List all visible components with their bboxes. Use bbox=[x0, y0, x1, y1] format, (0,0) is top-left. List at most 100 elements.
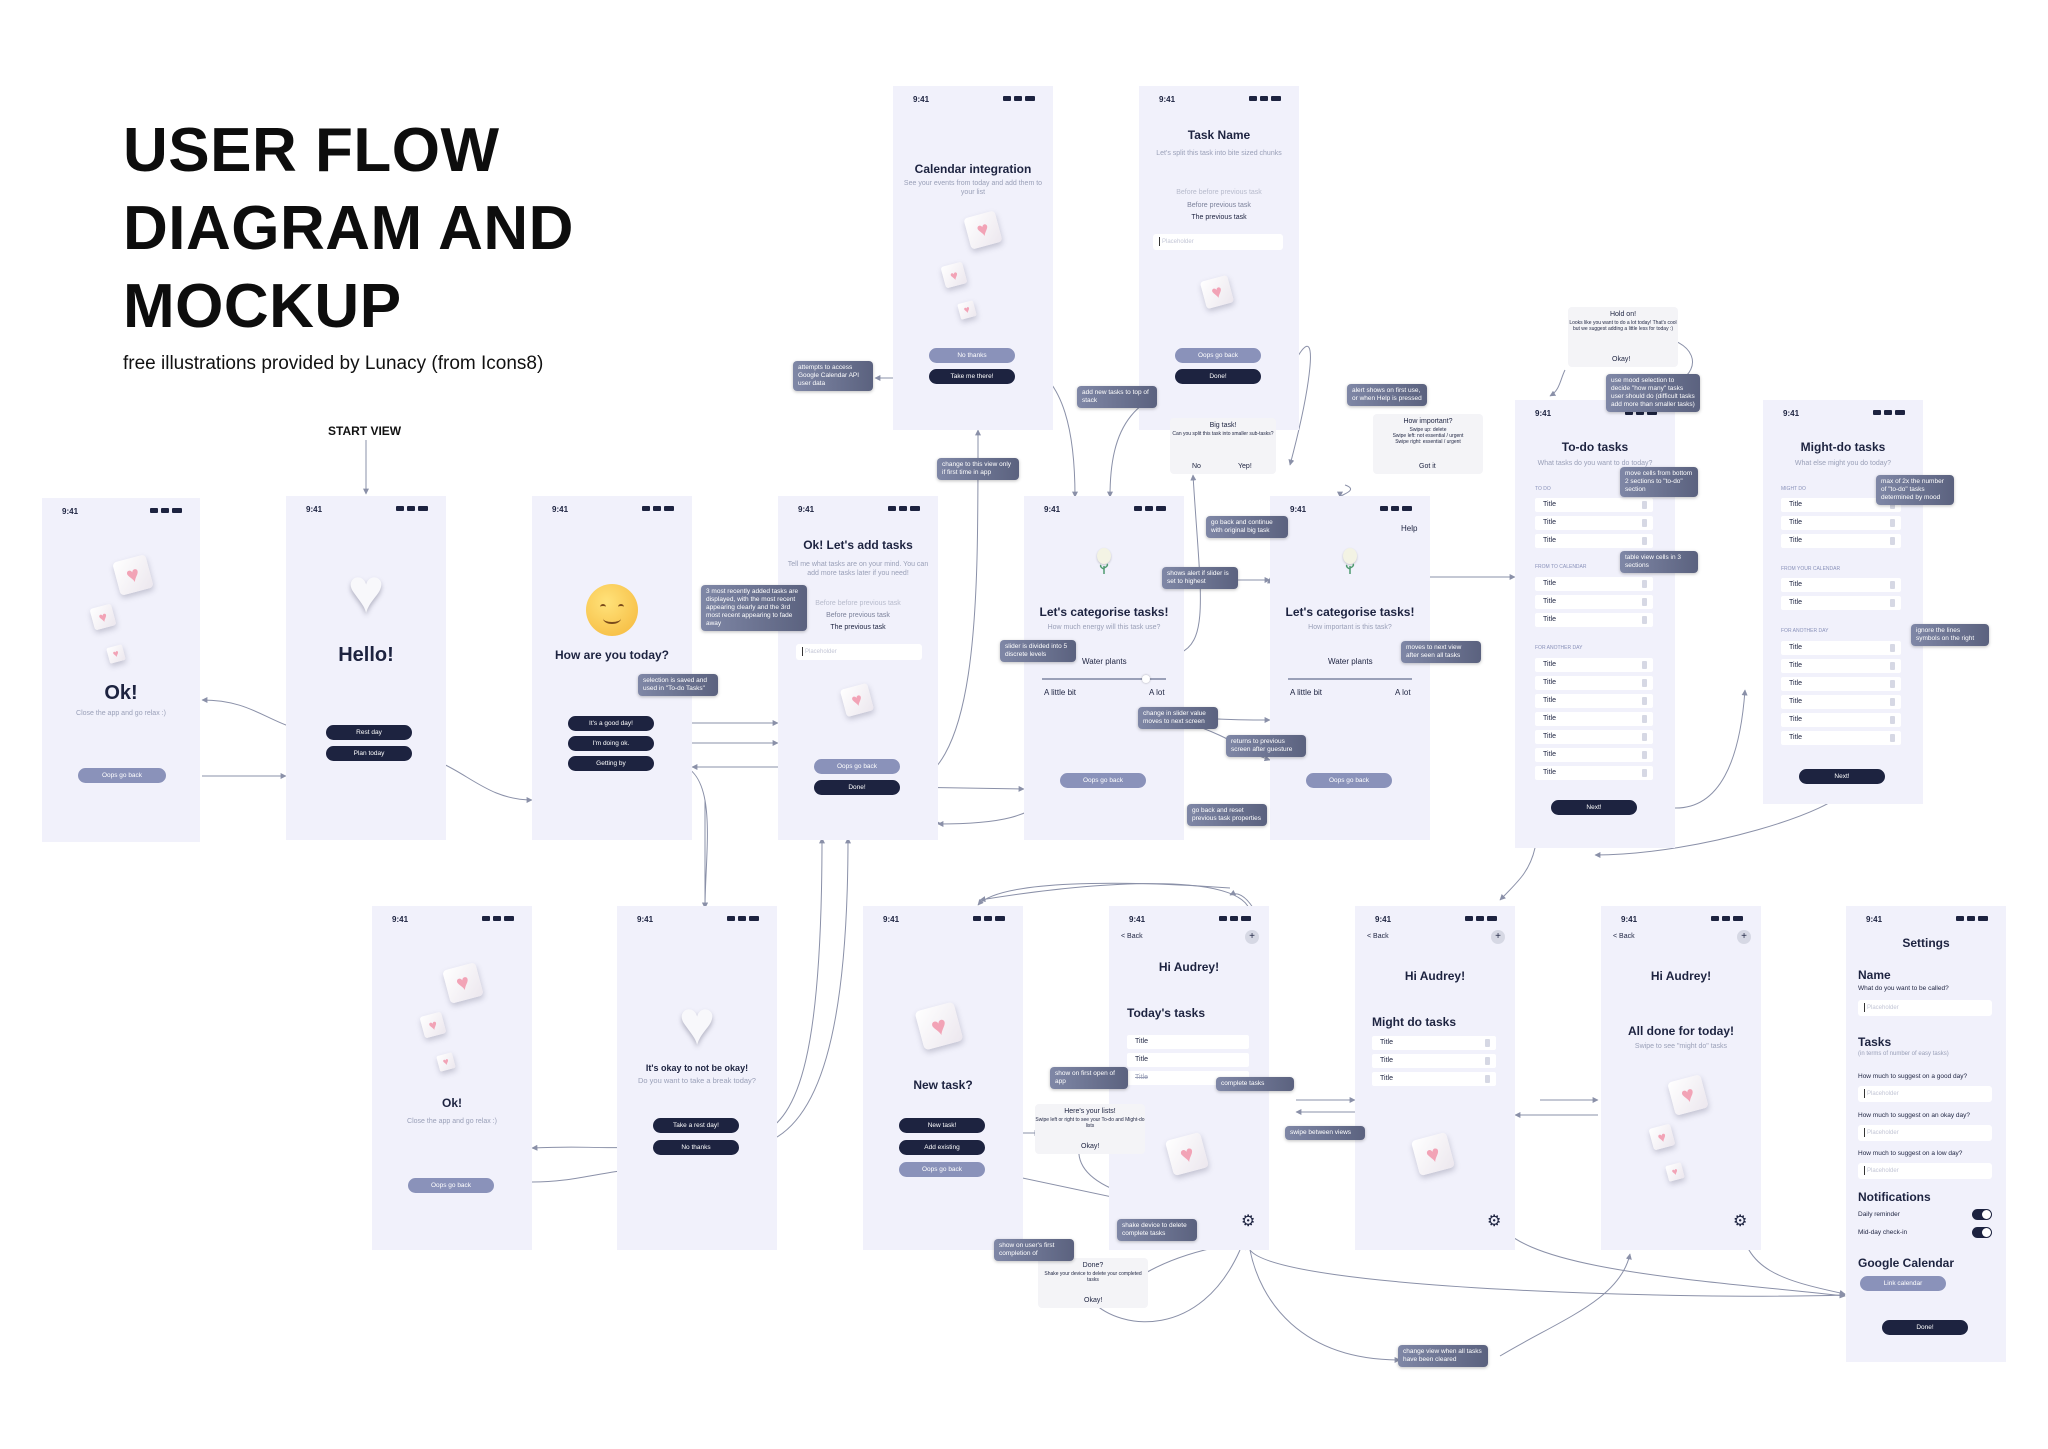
task-row[interactable]: Title bbox=[1372, 1072, 1496, 1086]
doing-ok-button[interactable]: I'm doing ok. bbox=[568, 736, 654, 751]
table-row[interactable]: Title bbox=[1781, 695, 1901, 709]
back-link[interactable]: < Back bbox=[1121, 933, 1143, 940]
alert-ok-button[interactable]: Okay! bbox=[1612, 356, 1631, 363]
done-button[interactable]: Done! bbox=[814, 780, 900, 795]
daily-reminder-toggle[interactable] bbox=[1972, 1209, 1992, 1220]
table-row[interactable]: Title bbox=[1535, 712, 1653, 726]
add-icon[interactable]: + bbox=[1491, 930, 1505, 944]
energy-slider[interactable] bbox=[1042, 675, 1166, 683]
add-icon[interactable]: + bbox=[1737, 930, 1751, 944]
drag-handle-icon[interactable] bbox=[1890, 537, 1895, 545]
table-row[interactable]: Title bbox=[1781, 578, 1901, 592]
drag-handle-icon[interactable] bbox=[1485, 1075, 1490, 1083]
task-row[interactable]: Title bbox=[1127, 1035, 1249, 1049]
drag-handle-icon[interactable] bbox=[1890, 662, 1895, 670]
gear-icon[interactable]: ⚙ bbox=[1241, 1213, 1256, 1230]
table-row[interactable]: Title bbox=[1535, 534, 1653, 548]
next-button[interactable]: Next! bbox=[1551, 800, 1637, 815]
drag-handle-icon[interactable] bbox=[1642, 679, 1647, 687]
table-row[interactable]: Title bbox=[1535, 676, 1653, 690]
drag-handle-icon[interactable] bbox=[1890, 698, 1895, 706]
oops-go-back-button[interactable]: Oops go back bbox=[1060, 773, 1146, 788]
alert-yes-button[interactable]: Yep! bbox=[1238, 463, 1252, 470]
help-link[interactable]: Help bbox=[1401, 524, 1418, 533]
table-row[interactable]: Title bbox=[1535, 766, 1653, 780]
table-row[interactable]: Title bbox=[1781, 534, 1901, 548]
drag-handle-icon[interactable] bbox=[1485, 1057, 1490, 1065]
back-link[interactable]: < Back bbox=[1613, 933, 1635, 940]
drag-handle-icon[interactable] bbox=[1890, 644, 1895, 652]
low-day-input[interactable]: Placeholder bbox=[1858, 1163, 1992, 1179]
task-input[interactable]: Placeholder bbox=[796, 644, 922, 660]
alert-ok-button[interactable]: Okay! bbox=[1081, 1143, 1100, 1150]
drag-handle-icon[interactable] bbox=[1642, 598, 1647, 606]
no-thanks-button[interactable]: No thanks bbox=[653, 1140, 739, 1155]
done-button[interactable]: Done! bbox=[1175, 369, 1261, 384]
drag-handle-icon[interactable] bbox=[1890, 501, 1895, 509]
new-task-button[interactable]: New task! bbox=[899, 1118, 985, 1133]
take-me-there-button[interactable]: Take me there! bbox=[929, 369, 1015, 384]
gear-icon[interactable]: ⚙ bbox=[1487, 1213, 1502, 1230]
table-row[interactable]: Title bbox=[1781, 516, 1901, 530]
okay-day-input[interactable]: Placeholder bbox=[1858, 1125, 1992, 1141]
drag-handle-icon[interactable] bbox=[1890, 734, 1895, 742]
drag-handle-icon[interactable] bbox=[1642, 537, 1647, 545]
drag-handle-icon[interactable] bbox=[1890, 680, 1895, 688]
oops-go-back-button[interactable]: Oops go back bbox=[78, 768, 166, 783]
oops-go-back-button[interactable]: Oops go back bbox=[1306, 773, 1392, 788]
drag-handle-icon[interactable] bbox=[1642, 715, 1647, 723]
drag-handle-icon[interactable] bbox=[1642, 733, 1647, 741]
table-row[interactable]: Title bbox=[1535, 516, 1653, 530]
good-day-input[interactable]: Placeholder bbox=[1858, 1086, 1992, 1102]
table-row[interactable]: Title bbox=[1535, 658, 1653, 672]
drag-handle-icon[interactable] bbox=[1642, 697, 1647, 705]
name-input[interactable]: Placeholder bbox=[1858, 1000, 1992, 1016]
oops-go-back-button[interactable]: Oops go back bbox=[814, 759, 900, 774]
drag-handle-icon[interactable] bbox=[1642, 751, 1647, 759]
next-button[interactable]: Next! bbox=[1799, 769, 1885, 784]
table-row[interactable]: Title bbox=[1535, 694, 1653, 708]
link-calendar-button[interactable]: Link calendar bbox=[1860, 1276, 1946, 1291]
drag-handle-icon[interactable] bbox=[1890, 581, 1895, 589]
table-row[interactable]: Title bbox=[1781, 596, 1901, 610]
good-day-button[interactable]: It's a good day! bbox=[568, 716, 654, 731]
drag-handle-icon[interactable] bbox=[1890, 519, 1895, 527]
task-row[interactable]: Title bbox=[1372, 1054, 1496, 1068]
table-row[interactable]: Title bbox=[1781, 731, 1901, 745]
subtask-input[interactable]: Placeholder bbox=[1153, 234, 1283, 250]
alert-ok-button[interactable]: Got it bbox=[1419, 463, 1436, 470]
add-existing-button[interactable]: Add existing bbox=[899, 1140, 985, 1155]
drag-handle-icon[interactable] bbox=[1890, 716, 1895, 724]
table-row[interactable]: Title bbox=[1781, 498, 1901, 512]
table-row[interactable]: Title bbox=[1781, 713, 1901, 727]
table-row[interactable]: Title bbox=[1781, 677, 1901, 691]
no-thanks-button[interactable]: No thanks bbox=[929, 348, 1015, 363]
plan-today-button[interactable]: Plan today bbox=[326, 746, 412, 761]
add-icon[interactable]: + bbox=[1245, 930, 1259, 944]
alert-ok-button[interactable]: Okay! bbox=[1084, 1297, 1103, 1304]
drag-handle-icon[interactable] bbox=[1642, 580, 1647, 588]
oops-go-back-button[interactable]: Oops go back bbox=[1175, 348, 1261, 363]
rest-day-button[interactable]: Rest day bbox=[326, 725, 412, 740]
oops-go-back-button[interactable]: Oops go back bbox=[899, 1162, 985, 1177]
table-row[interactable]: Title bbox=[1535, 498, 1653, 512]
table-row[interactable]: Title bbox=[1535, 595, 1653, 609]
back-link[interactable]: < Back bbox=[1367, 933, 1389, 940]
drag-handle-icon[interactable] bbox=[1485, 1039, 1490, 1047]
drag-handle-icon[interactable] bbox=[1642, 519, 1647, 527]
drag-handle-icon[interactable] bbox=[1642, 661, 1647, 669]
drag-handle-icon[interactable] bbox=[1642, 616, 1647, 624]
task-row[interactable]: Title bbox=[1372, 1036, 1496, 1050]
table-row[interactable]: Title bbox=[1535, 730, 1653, 744]
alert-no-button[interactable]: No bbox=[1192, 463, 1201, 470]
drag-handle-icon[interactable] bbox=[1642, 769, 1647, 777]
gear-icon[interactable]: ⚙ bbox=[1733, 1213, 1748, 1230]
table-row[interactable]: Title bbox=[1781, 641, 1901, 655]
getting-by-button[interactable]: Getting by bbox=[568, 756, 654, 771]
table-row[interactable]: Title bbox=[1535, 577, 1653, 591]
drag-handle-icon[interactable] bbox=[1890, 599, 1895, 607]
table-row[interactable]: Title bbox=[1535, 613, 1653, 627]
task-row[interactable]: Title bbox=[1127, 1053, 1249, 1067]
done-button[interactable]: Done! bbox=[1882, 1320, 1968, 1335]
oops-go-back-button[interactable]: Oops go back bbox=[408, 1178, 494, 1193]
